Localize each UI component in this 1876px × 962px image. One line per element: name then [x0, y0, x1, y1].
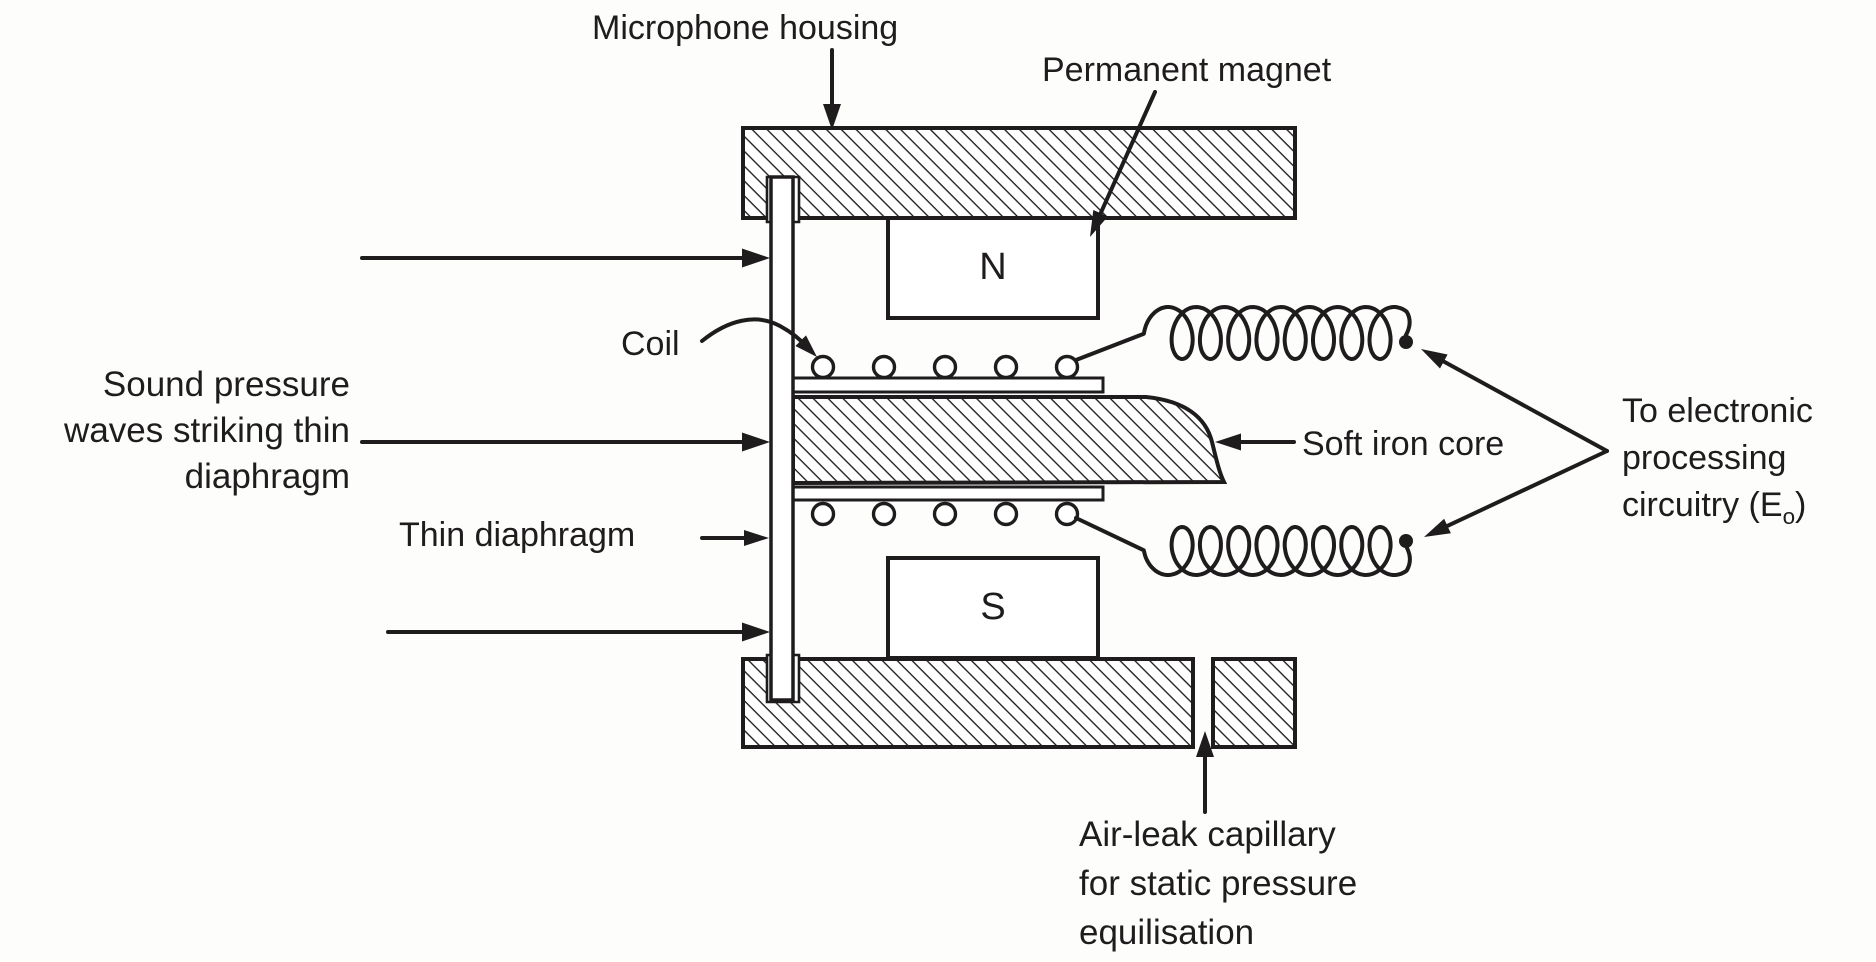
coil-turn — [1054, 354, 1080, 380]
bottom-lead-spiral-wire — [1074, 516, 1412, 577]
north-magnet-block — [886, 216, 1100, 320]
label-line: waves striking thin — [64, 411, 350, 450]
top-lead-spiral-wire — [1074, 305, 1412, 362]
label-line: Sound pressure — [102, 365, 350, 404]
arrowhead-icon — [823, 104, 841, 130]
terminal-dot-bottom — [1399, 534, 1413, 548]
south-magnet-block — [886, 556, 1100, 660]
coil-turn — [810, 354, 836, 380]
arrow-line — [1097, 90, 1157, 219]
label-line: equilisation — [1079, 913, 1255, 952]
arrowhead-icon — [1421, 349, 1448, 369]
arrowhead-icon — [742, 432, 770, 452]
label-line: Air-leak capillary — [1079, 815, 1336, 854]
coil-turn — [993, 354, 1019, 380]
label-line: for static pressure — [1079, 864, 1358, 903]
label-line: processing — [1622, 439, 1787, 477]
arrowhead-icon — [744, 530, 769, 546]
coil-turn — [871, 501, 897, 527]
arrow-line — [1441, 449, 1609, 530]
label-line: circuitry (Eo) — [1622, 486, 1807, 529]
label-line: To electronic — [1622, 392, 1813, 430]
label-line: diaphragm — [184, 457, 350, 496]
arrowhead-icon — [742, 622, 770, 642]
arrowhead-icon — [1196, 731, 1214, 757]
label-thin-diaphragm: Thin diaphragm — [399, 516, 636, 554]
coil-turn — [810, 501, 836, 527]
top-housing — [741, 126, 1297, 220]
coil-turn — [871, 354, 897, 380]
capillary-block — [1211, 657, 1297, 749]
label-microphone-housing: Microphone housing — [592, 9, 899, 47]
coil-turns-bottom — [810, 501, 1080, 527]
coil-former-bottom-plate — [790, 485, 1105, 502]
coil-turn — [932, 354, 958, 380]
arrowhead-icon — [1090, 210, 1108, 237]
label-magnet-north: N — [979, 246, 1007, 288]
terminal-dot-top — [1399, 335, 1413, 349]
label-sound-pressure-waves: Sound pressure waves striking thin diaph… — [18, 362, 350, 500]
coil-turn — [1054, 501, 1080, 527]
eo-subscript: o — [1782, 503, 1796, 529]
arrowhead-icon — [795, 335, 817, 357]
label-coil: Coil — [621, 325, 680, 363]
arrow-line — [1438, 357, 1609, 453]
coil-pointer-curve — [700, 317, 810, 350]
arrowhead-icon — [742, 248, 770, 268]
label-magnet-south: S — [980, 586, 1006, 628]
arrowhead-icon — [1424, 518, 1451, 537]
coil-former-top-plate — [790, 376, 1105, 394]
soft-iron-core-shape — [791, 395, 1228, 486]
coil-turns-top — [810, 354, 1080, 380]
bottom-housing — [741, 657, 1195, 749]
label-air-leak-capillary: Air-leak capillary for static pressure e… — [1079, 810, 1357, 957]
label-permanent-magnet: Permanent magnet — [1042, 51, 1332, 89]
arrowhead-icon — [1215, 433, 1241, 451]
diaphragm-bar — [769, 175, 795, 702]
coil-turn — [932, 501, 958, 527]
label-processing-circuitry: To electronic processing circuitry (Eo) — [1622, 388, 1813, 540]
coil-turn — [993, 501, 1019, 527]
annotation-arrows — [360, 48, 1609, 814]
label-soft-iron-core: Soft iron core — [1302, 425, 1505, 463]
